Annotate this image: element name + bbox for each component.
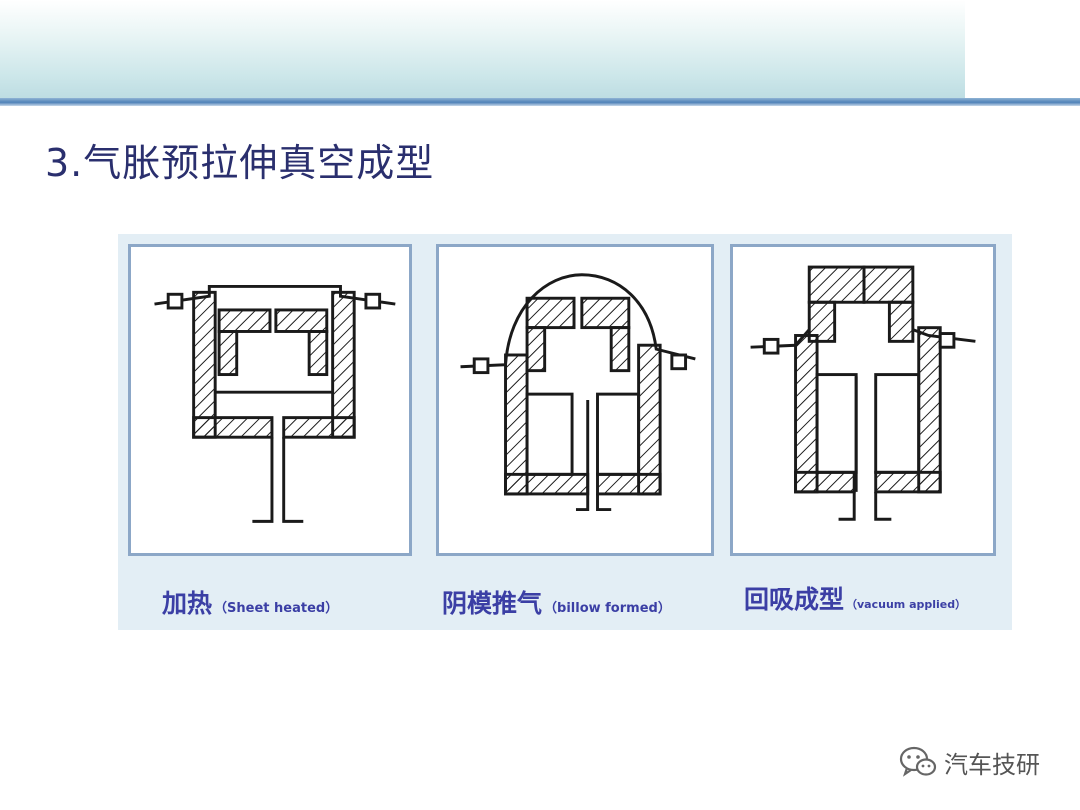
- panel-sheet-heated: [128, 244, 412, 556]
- caption-cn: 加热: [162, 589, 213, 618]
- wechat-icon: [899, 746, 937, 777]
- panel-vacuum-applied: [730, 244, 996, 556]
- header-rule: [0, 98, 1080, 106]
- caption-en: （Sheet heated）: [214, 601, 339, 616]
- sheet-heated-diagram: [154, 284, 396, 523]
- billow-formed-diagram: [460, 273, 696, 512]
- watermark: 汽车技研: [898, 742, 1040, 782]
- caption-vacuum-applied: 回吸成型 （vacuum applied）: [744, 580, 966, 620]
- caption-cn: 阴模推气: [442, 589, 543, 618]
- panel-billow-formed: [436, 244, 714, 556]
- watermark-text: 汽车技研: [944, 750, 1040, 779]
- caption-billow-formed: 阴模推气 （billow formed）: [442, 584, 671, 624]
- header-banner-blank: [965, 0, 1080, 96]
- vacuum-applied-diagram: [750, 265, 976, 521]
- slide-title: 3.气胀预拉伸真空成型: [45, 141, 435, 185]
- header-banner: [0, 0, 965, 100]
- process-figure: 加热 （Sheet heated） 阴模推气 （billow formed） 回…: [118, 234, 1012, 630]
- caption-sheet-heated: 加热 （Sheet heated）: [162, 584, 338, 624]
- caption-cn: 回吸成型: [744, 585, 845, 614]
- caption-en: （vacuum applied）: [846, 598, 967, 611]
- caption-en: （billow formed）: [544, 601, 671, 616]
